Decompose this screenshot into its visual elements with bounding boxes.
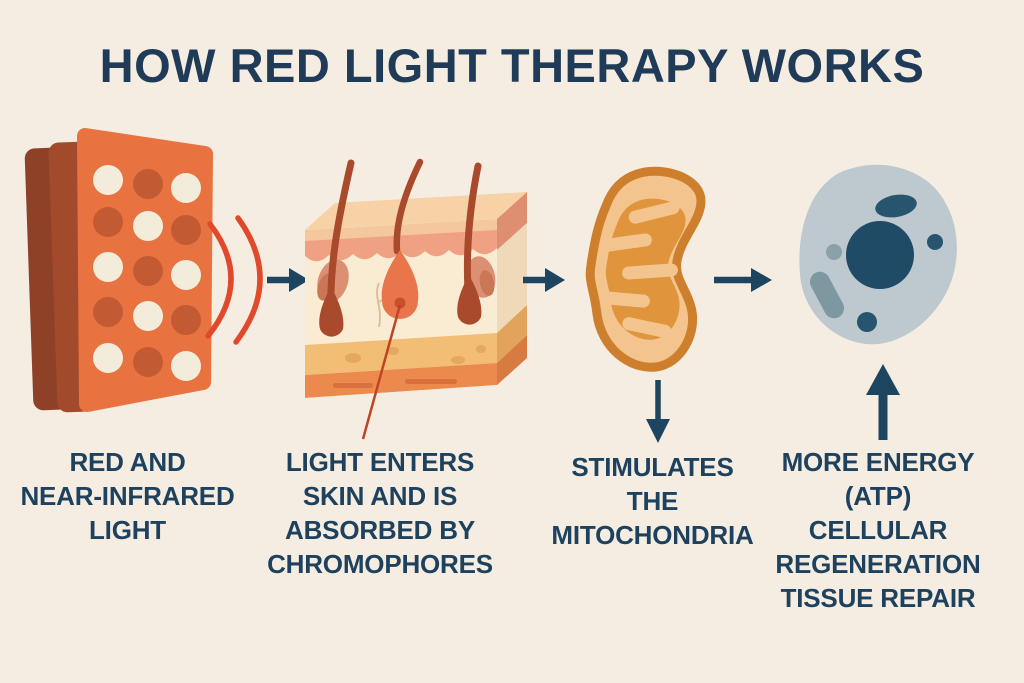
cell-organelle [809,271,845,319]
hair-follicle-bulbs [319,275,482,337]
caption-skin: LIGHT ENTERS SKIN AND IS ABSORBED BY CHR… [255,445,505,581]
caption-line: CHROMOPHORES [267,549,493,579]
cell-illustration [799,164,957,345]
callout-line [361,304,402,440]
panel-led-dots [93,165,201,381]
cell-organelle [875,194,917,218]
cell-nucleus [846,221,914,289]
caption-line: NEAR-INFRARED [20,481,235,511]
caption-line: ABSORBED BY [285,515,475,545]
arrow-right-icon [523,268,565,292]
mito-cristae [600,201,680,338]
caption-line: LIGHT [89,515,166,545]
caption-line: LIGHT ENTERS [285,447,475,477]
light-waves-icon [205,215,263,345]
caption-line: REGENERATION [775,549,981,579]
cell-organelle [826,244,842,260]
follicle-root-dot [394,297,406,309]
caption-mitochondria: STIMULATES THE MITOCHONDRIA [540,450,765,552]
page-title: HOW RED LIGHT THERAPY WORKS [99,39,925,92]
caption-line: (ATP) [844,481,912,511]
caption-line: TISSUE REPAIR [780,583,976,613]
caption-cell-benefits: MORE ENERGY (ATP) CELLULAR REGENERATION … [758,445,998,615]
red-light-therapy-panel-illustration [24,128,263,413]
caption-line: CELLULAR [808,515,948,545]
cell-organelle [857,312,877,332]
arrow-right-icon [714,268,772,292]
caption-line: RED AND [69,447,186,477]
caption-red-light: RED AND NEAR-INFRARED LIGHT [15,445,240,547]
skin-side-face [497,192,527,385]
arrow-up-icon [866,364,900,440]
caption-line: MORE ENERGY [781,447,975,477]
mitochondrion-illustration [585,166,706,372]
caption-line: SKIN AND IS [302,481,458,511]
arrow-right-icon [267,268,309,292]
chromophore-follicle [381,250,419,319]
cell-organelle [927,234,943,250]
caption-line: MITOCHONDRIA [551,520,754,550]
caption-line: THE [626,486,679,516]
skin-cross-section-illustration [305,158,527,440]
caption-line: STIMULATES [571,452,734,482]
arrow-down-icon [646,380,670,443]
